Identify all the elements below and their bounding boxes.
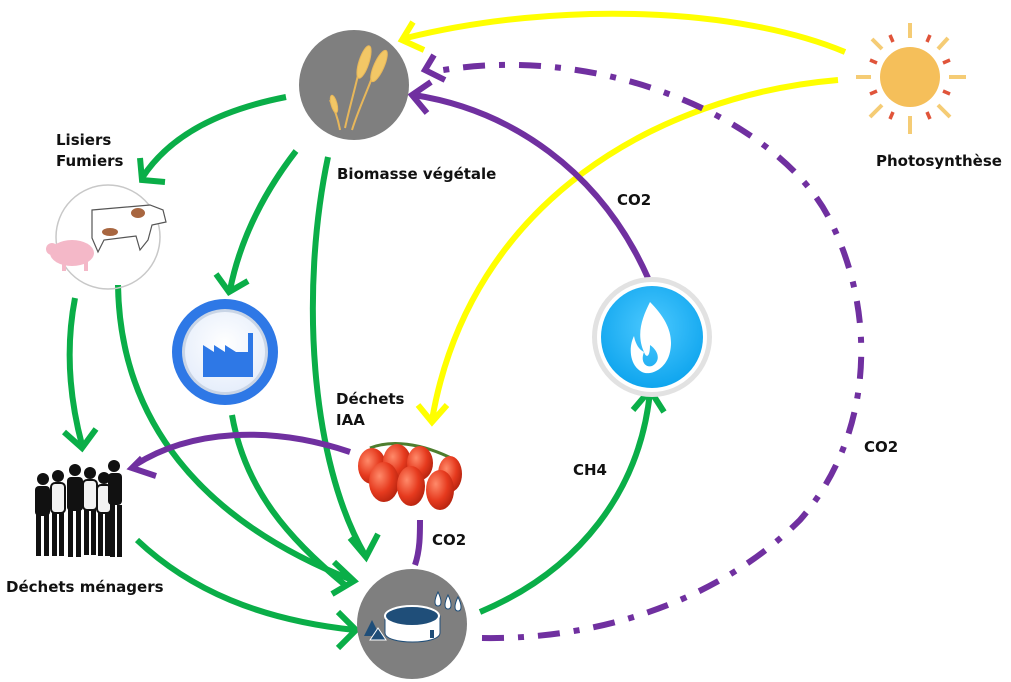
arrowhead	[330, 559, 359, 597]
arrowhead	[347, 532, 381, 563]
flow-food-waste-to-household	[133, 431, 351, 468]
people-group-icon	[35, 460, 122, 557]
label-biomass: Biomasse végétale	[337, 165, 497, 183]
flow-livestock-to-household	[66, 297, 85, 446]
label-co2-digester: CO2	[432, 531, 467, 549]
node-sun	[856, 23, 966, 134]
flow-household-to-digester	[134, 537, 356, 633]
flow-sun-to-food-waste	[429, 77, 839, 421]
wheat-icon	[329, 45, 388, 131]
arrowhead	[407, 79, 433, 115]
sun-icon	[856, 23, 966, 134]
arrowhead	[62, 427, 99, 453]
arrowhead	[420, 53, 447, 83]
arrowhead	[137, 157, 166, 185]
arrowhead	[335, 609, 361, 651]
label-food-waste: Déchets IAA	[336, 389, 404, 431]
node-digester	[357, 569, 467, 679]
node-livestock	[46, 184, 167, 290]
flow-biomass-to-digester	[309, 156, 368, 557]
livestock-circle	[55, 184, 161, 290]
arrowhead	[397, 20, 426, 53]
label-ch4: CH4	[573, 461, 607, 479]
flow-livestock-to-digester	[115, 284, 354, 583]
label-co2-loop: CO2	[864, 438, 899, 456]
flow-digester-to-flame	[478, 391, 653, 615]
flow-biomass-to-factory	[227, 149, 299, 291]
label-food-waste-line-1: Déchets	[336, 390, 405, 408]
flame-icon	[630, 302, 672, 374]
arrowhead	[213, 272, 250, 296]
flow-biomass-to-livestock	[139, 94, 287, 180]
tomatoes-icon	[358, 442, 462, 510]
label-food-waste-line-2: IAA	[336, 411, 365, 429]
label-photosynthesis: Photosynthèse	[876, 152, 1002, 170]
arrowhead	[126, 455, 157, 479]
flow-flame-to-biomass	[413, 92, 651, 280]
factory-icon	[203, 333, 253, 377]
arrowhead	[415, 403, 450, 427]
node-factory	[172, 299, 278, 405]
label-livestock-line-2: Fumiers	[56, 152, 124, 170]
node-food-waste	[358, 442, 462, 510]
flow-sun-to-biomass	[405, 10, 847, 55]
biogas-digester-icon	[364, 590, 462, 643]
node-flame	[592, 277, 712, 397]
flow-digester-to-food-waste	[412, 519, 423, 566]
node-household	[35, 460, 122, 557]
label-household: Déchets ménagers	[6, 578, 164, 596]
node-biomass	[299, 30, 409, 140]
label-livestock: Lisiers Fumiers	[56, 130, 123, 172]
flow-factory-to-digester	[229, 414, 347, 588]
label-co2-flame: CO2	[617, 191, 652, 209]
flow-digester-to-biomass-co2	[431, 61, 865, 642]
cow-pig-icon	[46, 204, 167, 271]
label-livestock-line-1: Lisiers	[56, 131, 112, 149]
